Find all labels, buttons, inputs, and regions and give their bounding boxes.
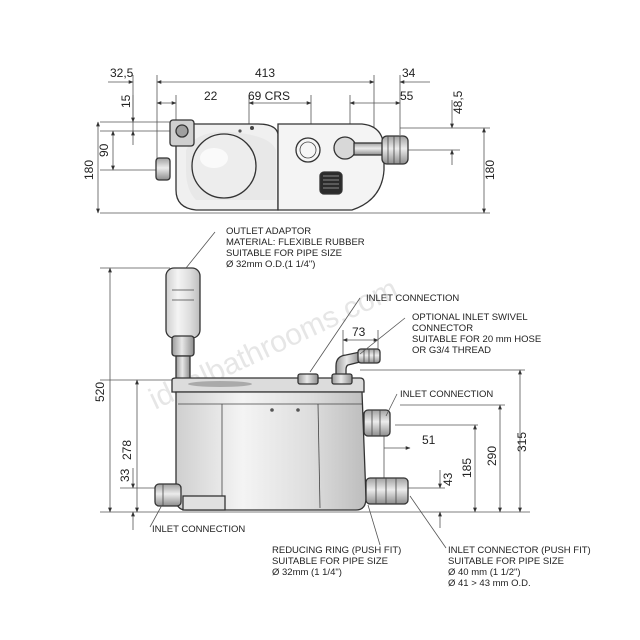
inlet-connector-lower [365, 477, 409, 505]
inlet-circle-top [295, 137, 321, 163]
leader-lines [149, 231, 447, 549]
inlet-port-left-lower [154, 483, 182, 507]
swivel-connector-top [333, 136, 357, 160]
dim-55: 55 [400, 89, 414, 103]
side-view: 520 278 33 73 51 43 185 290 315 [93, 226, 593, 589]
inlet-port-left-top [155, 157, 171, 181]
top-view-dimension-lines [96, 75, 490, 214]
callouts: OUTLET ADAPTOR MATERIAL: FLEXIBLE RUBBER… [152, 226, 593, 589]
dim-315: 315 [515, 432, 529, 452]
top-view: 32,5 413 34 22 69 CRS 55 15 90 180 48,5 … [82, 66, 497, 214]
small-dot [250, 126, 254, 130]
dim-180-left: 180 [82, 160, 96, 180]
top-view-unit [155, 119, 409, 211]
callout-inlet-connection-top: INLET CONNECTION [366, 293, 459, 304]
dim-34: 34 [402, 66, 416, 80]
dim-32-5: 32,5 [110, 66, 134, 80]
side-view-unit [154, 267, 409, 511]
callout-inlet-connection-bottom-left: INLET CONNECTION [152, 524, 245, 535]
callout-optional-inlet-swivel: OPTIONAL INLET SWIVEL CONNECTOR SUITABLE… [412, 312, 544, 356]
callout-inlet-connector: INLET CONNECTOR (PUSH FIT) SUITABLE FOR … [448, 545, 593, 589]
callout-inlet-connection-right: INLET CONNECTION [400, 389, 493, 400]
outlet-adaptor [165, 267, 201, 339]
side-view-dimension-labels: 520 278 33 73 51 43 185 290 315 [93, 325, 529, 486]
inlet-port-right-upper [363, 409, 391, 437]
dim-43: 43 [441, 472, 455, 486]
dim-22: 22 [204, 89, 218, 103]
dim-290: 290 [485, 446, 499, 466]
seam-line-2 [317, 403, 321, 509]
dim-51: 51 [422, 433, 436, 447]
lid-highlight [200, 148, 228, 168]
dim-73: 73 [352, 325, 366, 339]
dim-33: 33 [118, 468, 132, 482]
dim-413: 413 [255, 66, 275, 80]
callout-reducing-ring: REDUCING RING (PUSH FIT) SUITABLE FOR PI… [272, 545, 404, 578]
dim-180-right: 180 [483, 160, 497, 180]
dim-15: 15 [119, 94, 133, 108]
dim-69-crs: 69 CRS [248, 89, 290, 103]
inlet-port-right-top [381, 135, 409, 165]
callout-outlet-adaptor: OUTLET ADAPTOR MATERIAL: FLEXIBLE RUBBER… [226, 226, 367, 270]
inlet-top-fitting [297, 373, 319, 385]
swivel-pipe-top [353, 142, 385, 156]
top-view-dimension-labels: 32,5 413 34 22 69 CRS 55 15 90 180 48,5 … [82, 66, 497, 180]
dim-90: 90 [97, 143, 111, 157]
lid-circle [191, 133, 257, 199]
dim-278: 278 [120, 440, 134, 460]
side-view-dimension-lines [100, 267, 530, 530]
vent-grille [319, 171, 343, 195]
dim-48-5: 48,5 [451, 90, 465, 114]
lid-recess [188, 381, 252, 387]
dim-520: 520 [93, 382, 107, 402]
dim-185: 185 [460, 458, 474, 478]
